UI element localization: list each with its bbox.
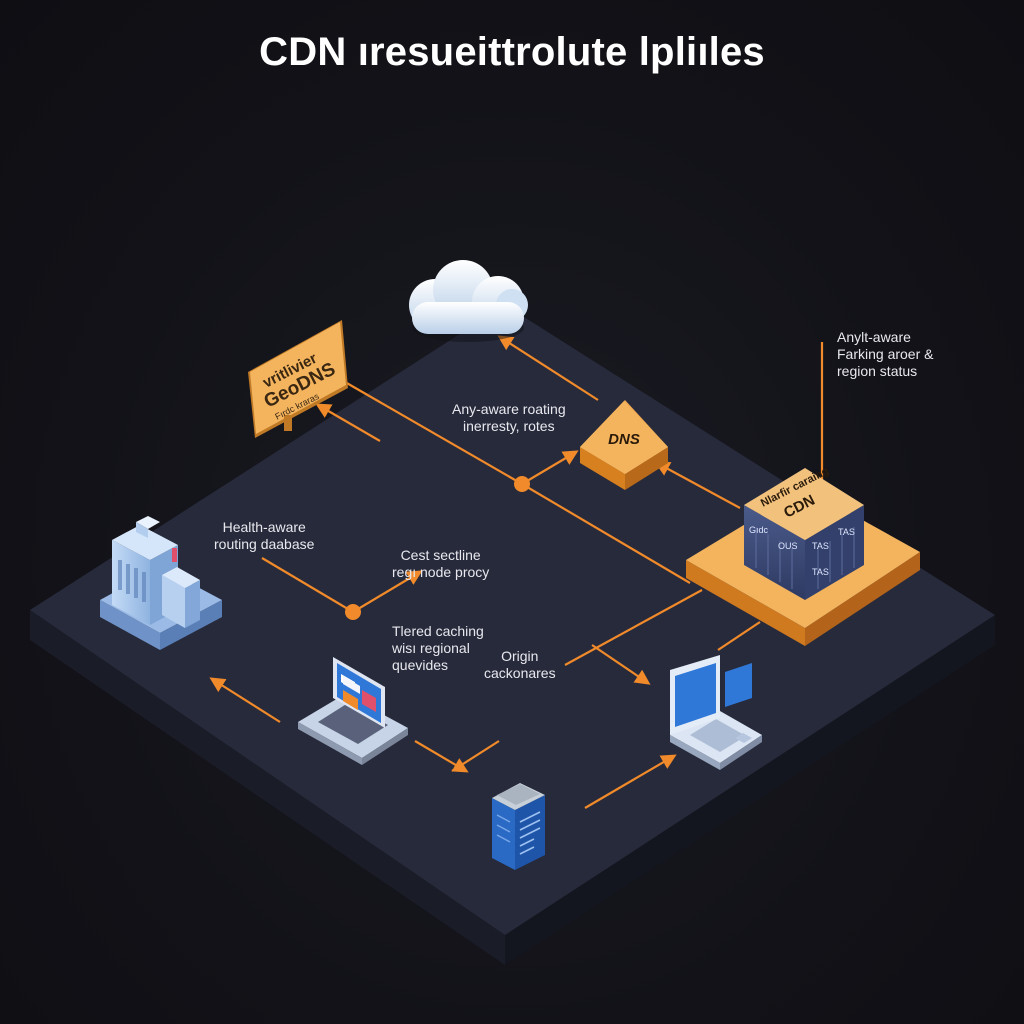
edge-laptop-to-server xyxy=(414,740,469,773)
label-region-line-2: Farking aroer & xyxy=(837,346,934,362)
edge-hub-to-cdn xyxy=(521,483,691,584)
platform-top xyxy=(30,305,995,935)
edge-cdn-down xyxy=(717,621,761,651)
label-cost-line-1: Cest sectline xyxy=(400,547,481,563)
platform-side-right xyxy=(505,615,995,965)
cdn-platform-right xyxy=(805,552,920,646)
label-region-status: Anylt-aware Farking aroer & region statu… xyxy=(837,329,933,380)
label-cost-line-2: regı node procy xyxy=(392,564,490,580)
cdn-server-icon: Nlarfir caraing CDN Gıdc OUS TAS TAS TAS xyxy=(686,465,920,646)
label-origin-line-1: Origin xyxy=(501,648,539,664)
label-origin-line-2: cackonares xyxy=(484,665,556,681)
label-cost-selection: Cest sectline regı node procy xyxy=(392,547,489,581)
junction-dot-upper xyxy=(514,476,530,492)
label-region-line-1: Anylt-aware xyxy=(837,329,911,345)
diagram-title: CDN ıresueittrolute lpliıles xyxy=(259,30,765,74)
label-tiered-caching: Tlered caching wisı regional quevides xyxy=(392,623,484,674)
cdn-cube-left xyxy=(744,505,805,600)
label-anycast-line-1: Any-aware roating xyxy=(452,401,566,417)
edge-sign-to-dns-hub xyxy=(344,381,523,485)
label-tiered-line-2: wisı regional xyxy=(392,640,470,656)
cdn-cube-face-label-5: TAS xyxy=(812,567,829,577)
cdn-cube-face-label-2: OUS xyxy=(778,541,798,551)
platform xyxy=(30,305,995,965)
office-building-icon xyxy=(100,516,222,650)
laptop-icon xyxy=(670,655,762,770)
dns-box-label: DNS xyxy=(608,431,640,448)
cdn-cube-face-label-3: TAS xyxy=(812,541,829,551)
edge-to-building xyxy=(209,677,281,723)
edge-server-to-laptop-left xyxy=(451,740,500,772)
label-anycast-routing: Any-aware roating inerresty, rotes xyxy=(452,401,566,435)
edge-to-sign xyxy=(315,403,381,442)
edge-hub-to-cost xyxy=(352,570,423,613)
label-anycast-line-2: inerresty, rotes xyxy=(463,418,555,434)
edge-origin-to-laptop-right xyxy=(591,644,651,685)
cloud-icon xyxy=(409,260,528,342)
cdn-cube-face-label-1: Gıdc xyxy=(749,525,769,535)
edge-server-to-laptop-right xyxy=(584,754,677,809)
junction-dot-lower xyxy=(345,604,361,620)
edge-hub-to-dns xyxy=(521,450,579,485)
connections xyxy=(209,335,824,809)
label-health-line-2: routing daabase xyxy=(214,536,315,552)
label-health-aware: Health-aware routing daabase xyxy=(214,519,314,553)
edge-dns-to-cloud xyxy=(497,335,599,401)
label-health-line-1: Health-aware xyxy=(222,519,306,535)
cdn-cube-right xyxy=(805,505,864,600)
label-tiered-line-3: quevides xyxy=(392,657,449,673)
label-region-line-3: region status xyxy=(837,363,918,379)
server-icon xyxy=(492,783,545,870)
label-origin: Origin cackonares xyxy=(484,648,556,682)
dns-box-icon: DNS xyxy=(580,400,668,490)
label-tiered-line-1: Tlered caching xyxy=(392,623,484,639)
cdn-cube-top xyxy=(744,468,864,540)
edge-cdn-to-dns xyxy=(654,461,741,509)
cdn-platform-left xyxy=(686,560,805,646)
edge-cdn-to-origin xyxy=(564,589,703,666)
laptop-icon xyxy=(298,657,408,765)
cdn-cube-face-label-4: TAS xyxy=(838,527,855,537)
platform-side-left xyxy=(30,610,505,965)
edge-building-to-hub xyxy=(261,557,354,613)
geodns-sign-icon: vritlivier GeoDNS Fırdc kraras xyxy=(248,320,348,438)
